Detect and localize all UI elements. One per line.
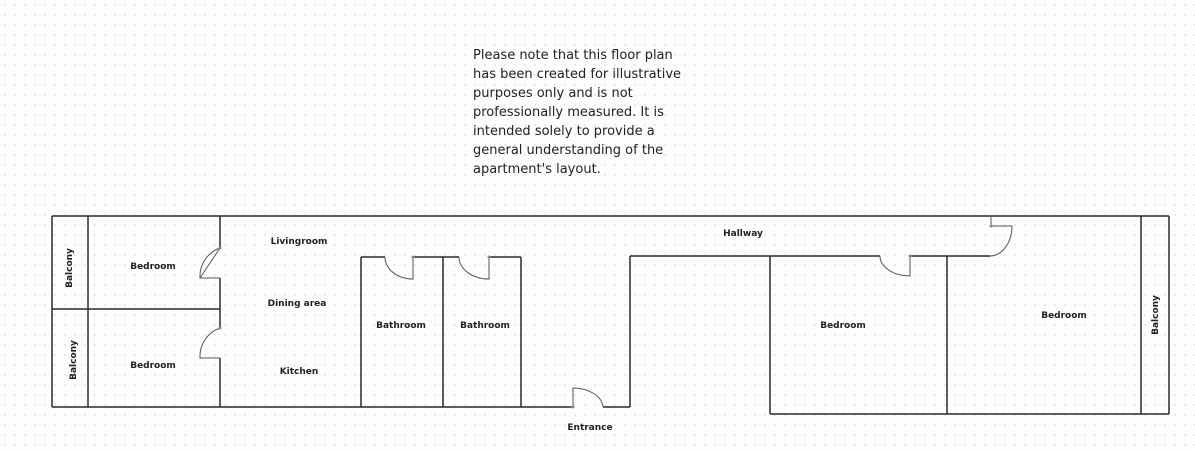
label-bedroom-left-bottom: Bedroom [130, 361, 176, 371]
label-livingroom: Livingroom [271, 237, 328, 247]
door-bathroom-2 [458, 255, 491, 280]
label-bedroom-middle: Bedroom [820, 321, 866, 331]
door-bedroom-top [199, 246, 222, 279]
label-balcony-right: Balcony [1151, 295, 1161, 335]
label-kitchen: Kitchen [280, 367, 319, 377]
label-bedroom-left-top: Bedroom [130, 262, 176, 272]
door-bedroom-middle [879, 254, 912, 277]
door-bathroom-1 [384, 255, 415, 280]
walls [51, 215, 1170, 415]
label-bathroom-2: Bathroom [460, 321, 510, 331]
label-balcony-left-top: Balcony [65, 248, 75, 288]
label-dining-area: Dining area [268, 299, 327, 309]
label-hallway: Hallway [723, 229, 763, 239]
disclaimer-note: Please note that this floor plan has bee… [473, 48, 682, 177]
door-bedroom-right [989, 216, 1013, 257]
door-entrance [571, 387, 604, 409]
label-bathroom-1: Bathroom [376, 321, 426, 331]
door-bedroom-bottom [199, 326, 222, 359]
label-balcony-left-bottom: Balcony [69, 340, 79, 380]
label-bedroom-right: Bedroom [1041, 311, 1087, 321]
label-entrance: Entrance [567, 423, 612, 433]
